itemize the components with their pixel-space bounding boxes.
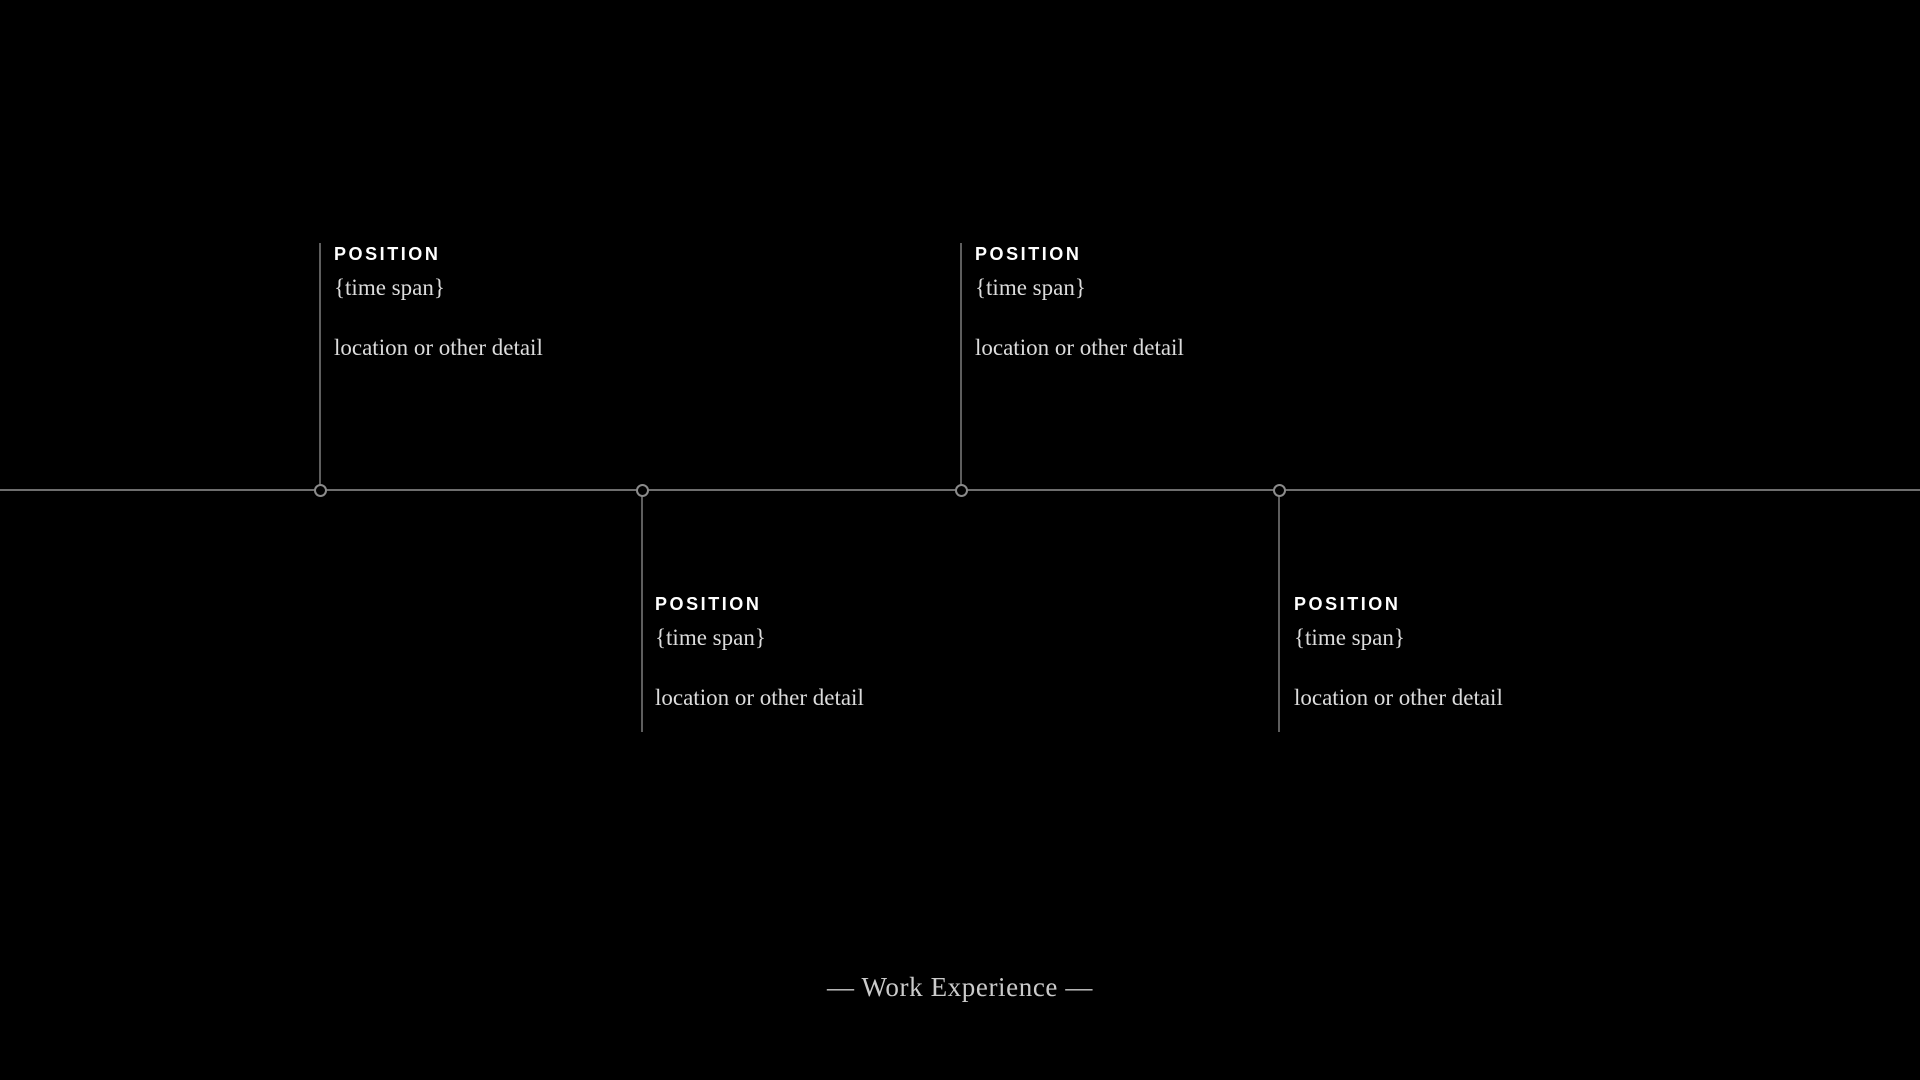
timeline-marker-2[interactable] bbox=[635, 483, 649, 497]
entry-title: POSITION bbox=[655, 594, 762, 614]
timeline-entry-2: POSITION {time span} location or other det… bbox=[655, 593, 864, 713]
entry-title: POSITION bbox=[975, 244, 1082, 264]
entry-detail: location or other detail bbox=[1294, 685, 1503, 710]
timeline-caption: — Work Experience — bbox=[827, 972, 1093, 1002]
entry-time-span: {time span} bbox=[334, 275, 445, 300]
entry-time-span: {time span} bbox=[975, 275, 1086, 300]
timeline-entry-1: POSITION {time span} location or other det… bbox=[334, 243, 543, 363]
timeline-marker-1[interactable] bbox=[313, 483, 327, 497]
entry-detail: location or other detail bbox=[655, 685, 864, 710]
entry-time-span: {time span} bbox=[1294, 625, 1405, 650]
timeline-entry-4: POSITION {time span} location or other det… bbox=[1294, 593, 1503, 713]
timeline-stem-2 bbox=[641, 493, 643, 732]
timeline-entry-3: POSITION {time span} location or other det… bbox=[975, 243, 1184, 363]
entry-detail: location or other detail bbox=[334, 335, 543, 360]
entry-detail: location or other detail bbox=[975, 335, 1184, 360]
timeline-marker-3[interactable] bbox=[954, 483, 968, 497]
timeline-stem-1 bbox=[319, 243, 321, 489]
entry-time-span: {time span} bbox=[655, 625, 766, 650]
timeline-marker-4[interactable] bbox=[1272, 483, 1286, 497]
entry-title: POSITION bbox=[1294, 594, 1401, 614]
timeline-stem-3 bbox=[960, 243, 962, 489]
entry-title: POSITION bbox=[334, 244, 441, 264]
timeline-stem-4 bbox=[1278, 493, 1280, 732]
